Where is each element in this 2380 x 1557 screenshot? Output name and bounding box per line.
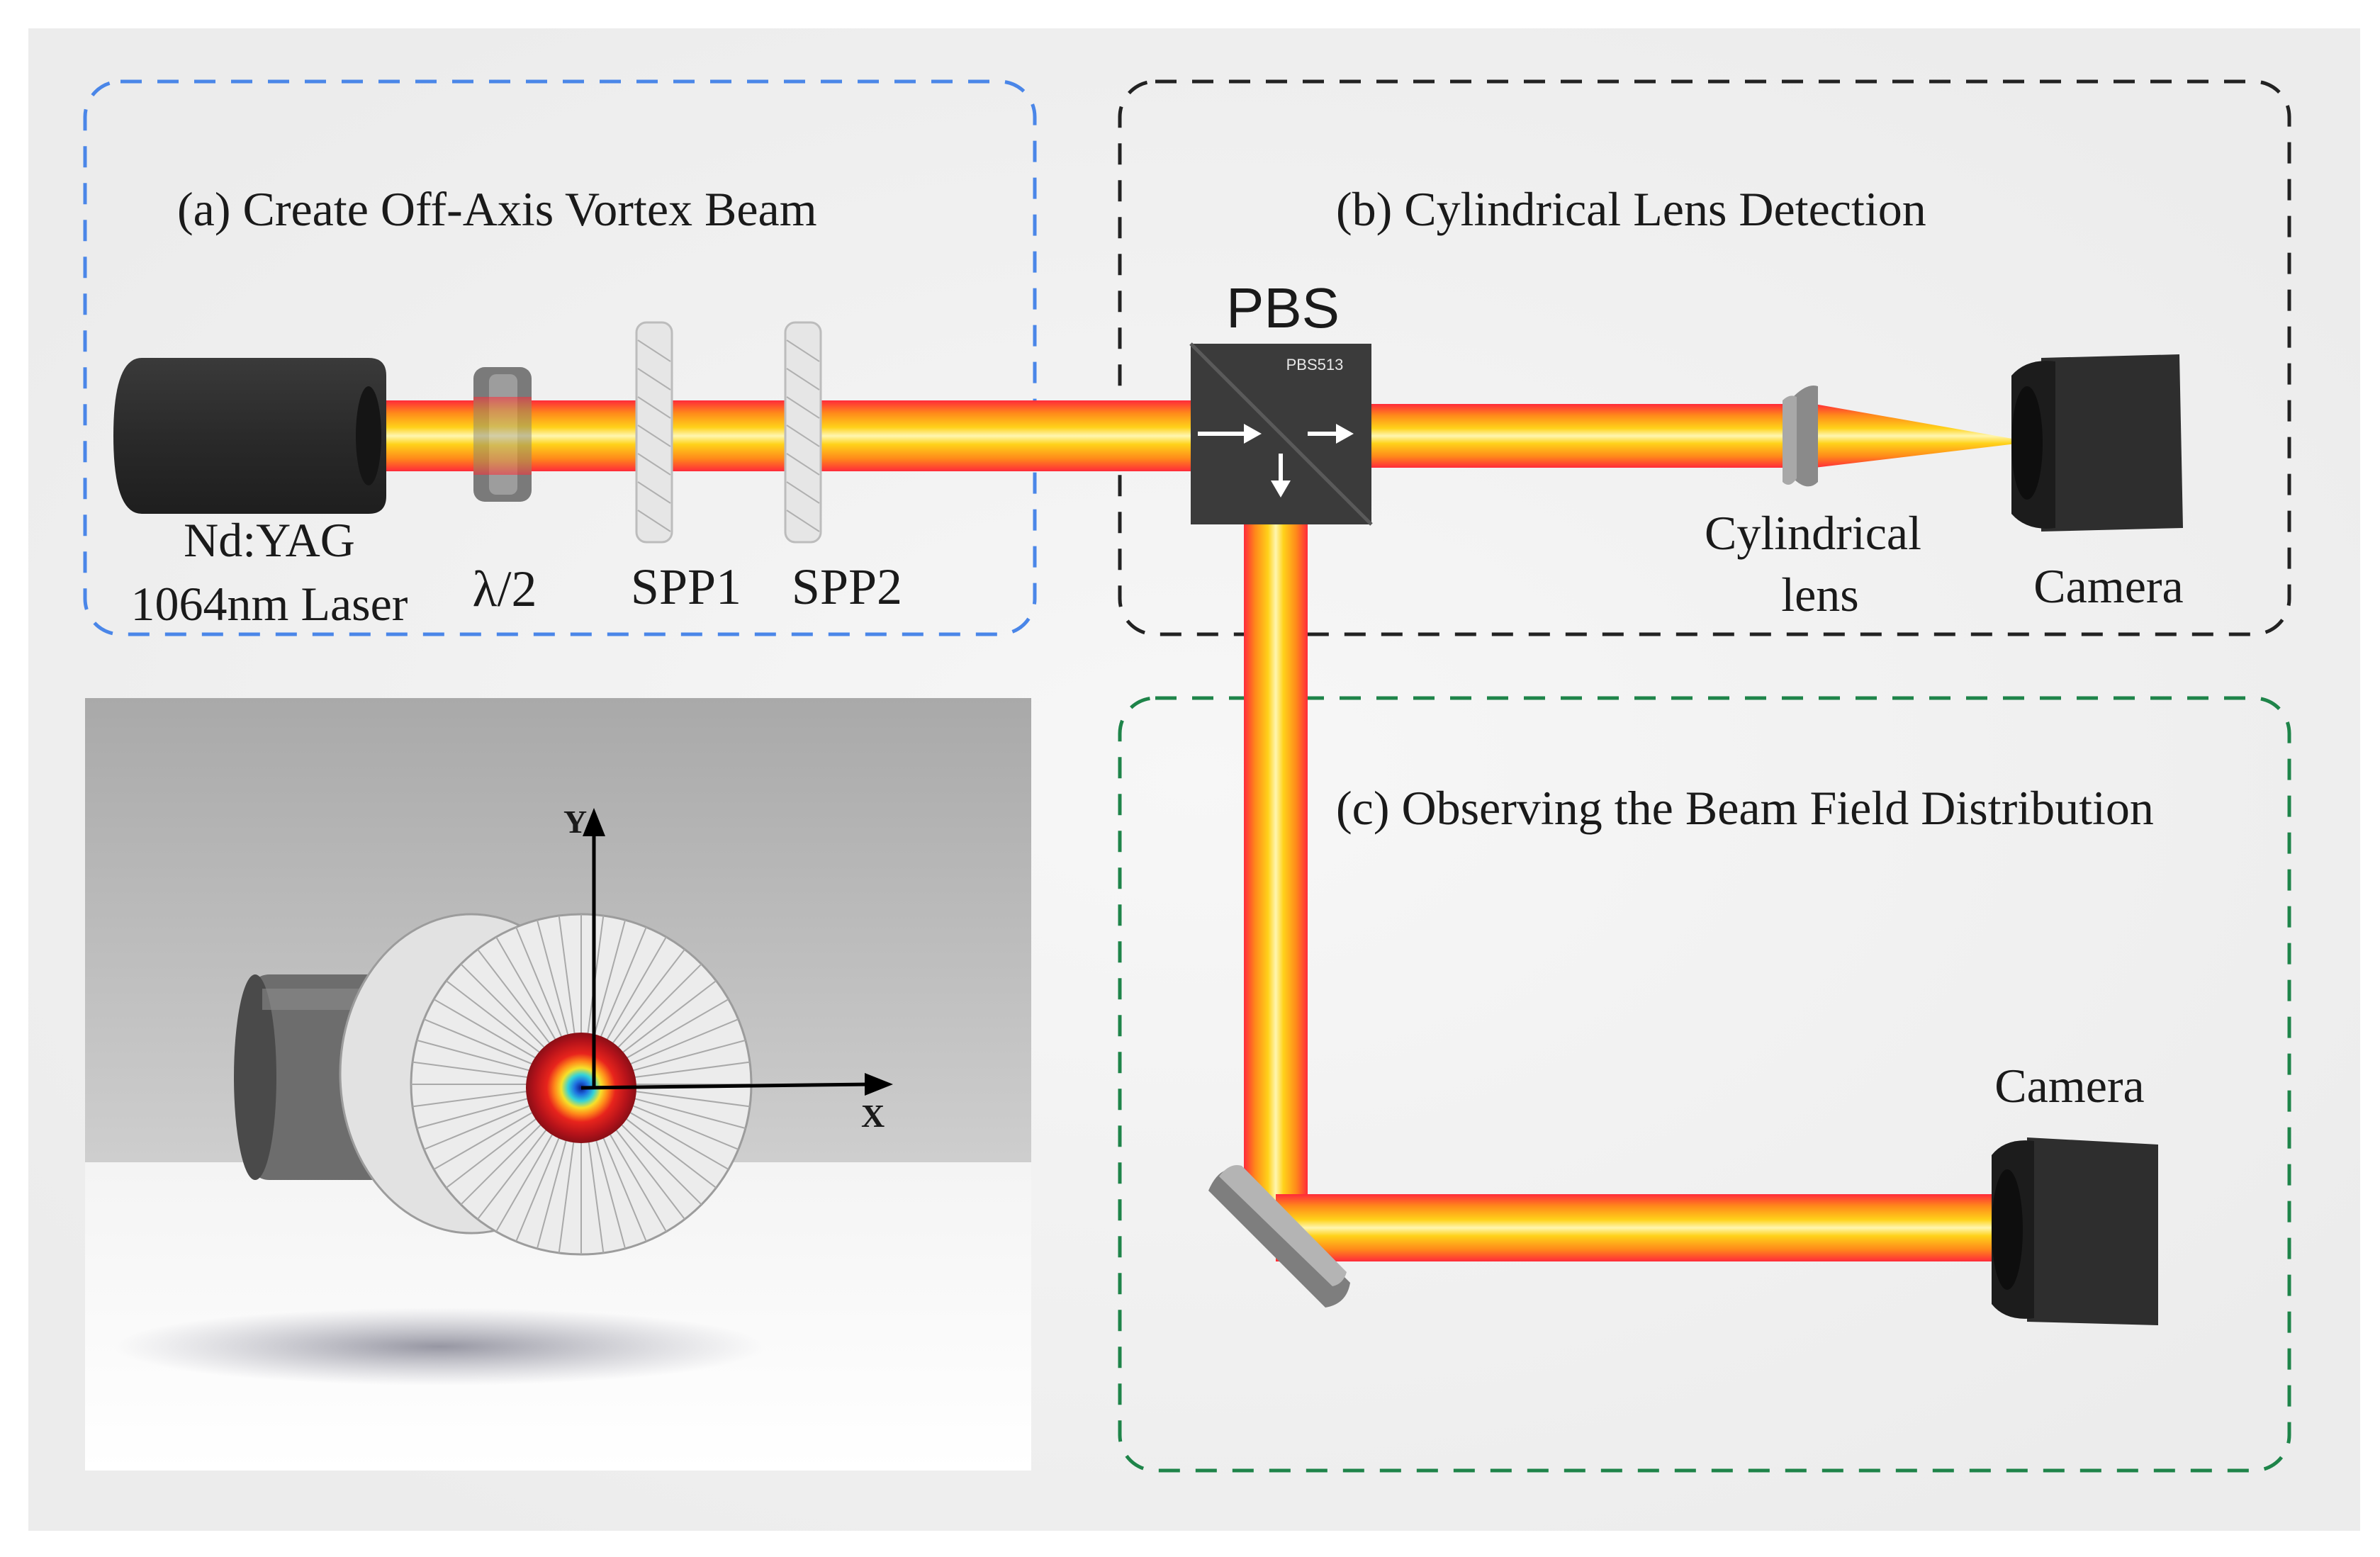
half-wave-label: λ/2 [473,561,537,617]
y-axis-arrow [583,808,605,836]
x-axis-label: X [861,1098,885,1134]
beam-to-camera-c [1276,1194,2006,1261]
mirror-icon [1208,1165,1350,1308]
cylindrical-lens-label-line1: Cylindrical [1705,506,1921,560]
section-c-title: (c) Observing the Beam Field Distributio… [1336,781,2154,835]
camera-c-label: Camera [1994,1059,2144,1113]
spiral-phase-plate-icon [635,321,673,544]
pbs-label: PBS [1226,276,1340,339]
pbs-part-label: PBS513 [1286,356,1344,373]
camera-icon [2011,354,2183,532]
beam-down [1244,524,1308,1226]
spiral-phase-plate-icon [784,321,822,544]
waveplate-icon [473,367,532,502]
laser-label-line2: 1064nm Laser [131,577,408,631]
beam-to-lens [1368,404,1786,468]
beam-splitter-cube-icon [1189,342,1373,526]
cylindrical-lens-label-line2: lens [1781,568,1859,622]
spp1-label: SPP1 [631,558,741,615]
y-axis-label: Y [563,804,587,840]
section-a-title: (a) Create Off-Axis Vortex Beam [177,182,817,236]
x-axis-arrow [865,1073,893,1096]
cylindrical-lens-icon [1783,386,1818,487]
inset-shadow [113,1308,765,1385]
laser-head-icon [113,358,386,514]
inset-3d-view: Y X [85,698,1031,1471]
camera-b-label: Camera [2033,559,2183,613]
x-axis [580,1082,872,1090]
beam-focus [1814,404,2016,468]
section-b-title: (b) Cylindrical Lens Detection [1336,182,1926,236]
camera-icon [1992,1137,2158,1325]
spp2-label: SPP2 [792,558,902,615]
laser-label-line1: Nd:YAG [184,513,355,567]
